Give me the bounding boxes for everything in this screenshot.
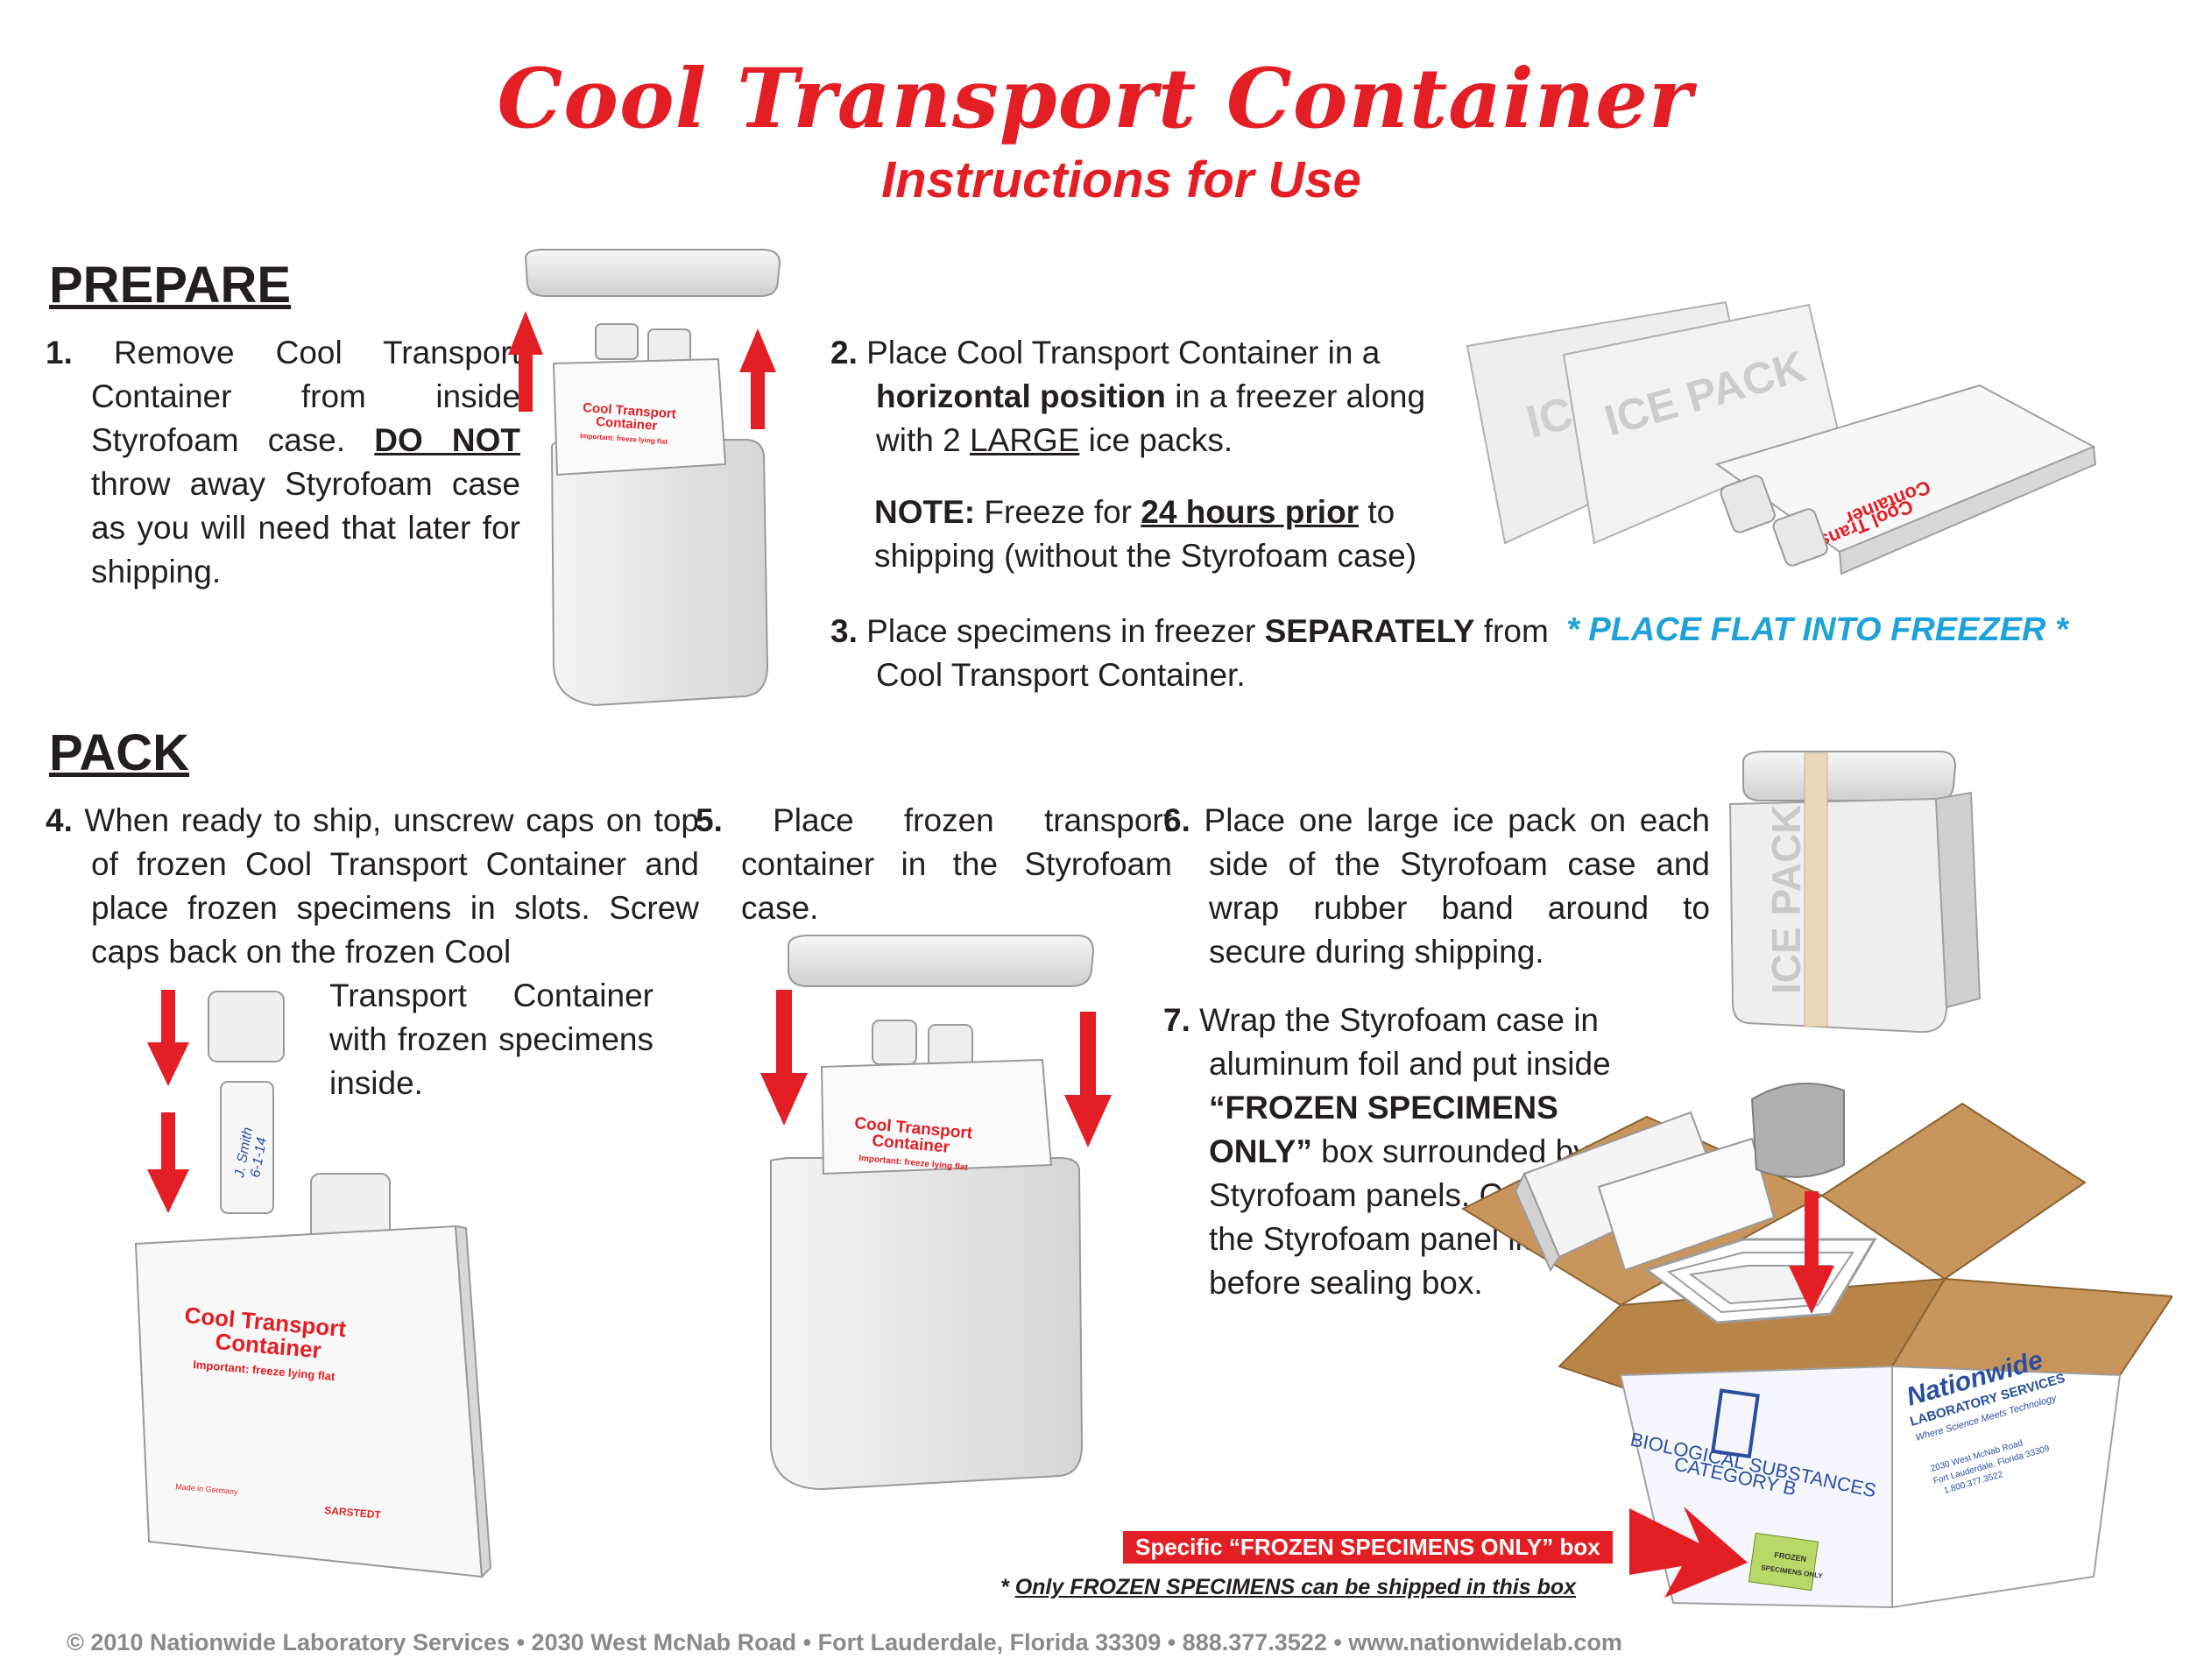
case-insertion-illustration: Cool Transport Container Important: free… — [760, 935, 1112, 1491]
box-side-face — [1891, 1365, 2122, 1609]
bio-symbol-icon — [1711, 1388, 1760, 1458]
specimen-tube — [220, 1081, 274, 1214]
container-label-2: Container — [596, 414, 658, 434]
styrofoam-lid-2 — [1597, 1137, 1776, 1272]
cap-a — [872, 1020, 917, 1065]
transport-container — [552, 357, 727, 476]
step-2-large: LARGE — [969, 422, 1080, 458]
cap-right — [647, 328, 691, 365]
case-lid — [524, 249, 781, 297]
down-arrow-icon — [760, 990, 808, 1126]
wrapped-lid — [1742, 751, 1957, 801]
step-3-number: 3. — [830, 613, 858, 649]
note-label: NOTE: — [874, 494, 976, 530]
step-2-number: 2. — [830, 335, 858, 371]
step-3-part-b: from Cool Transport Container. — [876, 613, 1549, 693]
step-6-number: 6. — [1163, 802, 1190, 838]
step-6-text: 6. Place one large ice pack on each side… — [1163, 799, 1710, 974]
container-flat-side — [1838, 445, 2097, 575]
container-removal-illustration: Cool Transport Container Important: free… — [508, 249, 781, 707]
rubber-band — [1804, 752, 1828, 1027]
down-arrow-icon — [1789, 1191, 1834, 1314]
styrofoam-case — [550, 439, 769, 707]
styrofoam-inner-1 — [1666, 1252, 1854, 1314]
flat-cap-right — [1772, 508, 1828, 567]
step-2-part-b: in a freezer along with 2 — [876, 378, 1426, 458]
step-1-number: 1. — [46, 335, 73, 371]
note-part-b: to shipping (without the Styrofoam case) — [874, 494, 1417, 574]
step-1-part-b: throw away Styrofoam case as you will ne… — [91, 466, 520, 589]
down-arrow-icon — [147, 1112, 189, 1213]
place-flat-note: * PLACE FLAT INTO FREEZER * — [1566, 611, 2068, 648]
note-text: NOTE: Freeze for 24 hours prior to shipp… — [874, 491, 1435, 578]
ice-pack-wrap — [1728, 797, 1948, 1034]
right-arrow-icon — [1629, 1507, 1748, 1598]
specimen-loading-illustration: J. Smith 6-1-14 Cool Transport Container… — [134, 990, 492, 1579]
flat-cap-left — [1720, 475, 1776, 533]
page-title: Cool Transport Container — [497, 51, 1693, 147]
up-arrow-icon — [508, 311, 543, 412]
step-1-part-a: Remove Cool Transport Container from ins… — [91, 335, 520, 458]
only-note-text: Only FROZEN SPECIMENS can be shipped in … — [1014, 1575, 1577, 1599]
down-arrow-icon — [1064, 1012, 1112, 1147]
step-3-separately: SEPARATELY — [1264, 613, 1475, 649]
wrapped-case-illustration: ICE PACK — [1728, 751, 1982, 1034]
box-flap-back — [1820, 1102, 2087, 1281]
note-part-a: Freeze for — [984, 494, 1133, 530]
step-5-number: 5. — [696, 802, 723, 838]
transport-container-2 — [820, 1058, 1053, 1175]
only-note-star: * — [1000, 1575, 1009, 1599]
step-6-part-a: Place one large ice pack on each side of… — [1204, 802, 1710, 970]
step-4-continued: Transport Container with frozen specimen… — [329, 978, 653, 1101]
step-2-horizontal: horizontal position — [876, 378, 1166, 414]
pack-heading: PACK — [49, 724, 190, 781]
step-7-frozen-only: “FROZEN SPECIMENS ONLY” — [1209, 1090, 1558, 1169]
step-4-number: 4. — [46, 802, 73, 838]
freezer-illustration: IC ICE PACK Cool Transport Container — [1466, 300, 2097, 575]
step-5-text: 5. Place frozen transport container in t… — [696, 799, 1172, 930]
frozen-only-note: * Only FROZEN SPECIMENS can be shipped i… — [1000, 1575, 1576, 1600]
styrofoam-lid-1-edge — [1514, 1171, 1561, 1273]
note-hours: 24 hours prior — [1141, 494, 1360, 530]
prepare-heading: PREPARE — [49, 257, 292, 314]
cap-left — [595, 323, 639, 360]
step-7-part-a: Wrap the Styrofoam case in aluminum foil… — [1199, 1002, 1611, 1082]
step-4-part-a: When ready to ship, unscrew caps on top … — [84, 802, 700, 970]
ice-pack-vertical-label: ICE PACK — [1763, 805, 1809, 994]
footer-text: © 2010 Nationwide Laboratory Services • … — [67, 1629, 1622, 1655]
step-4-text: 4. When ready to ship, unscrew caps on t… — [46, 799, 699, 974]
step-1-do-not: DO NOT — [374, 422, 520, 458]
up-arrow-icon — [739, 328, 776, 429]
step-3-part-a: Place specimens in freezer — [866, 613, 1256, 649]
step-2-text: 2. Place Cool Transport Container in a h… — [830, 331, 1480, 462]
step-5-part-a: Place frozen transport container in the … — [741, 802, 1172, 926]
page-subtitle: Instructions for Use — [881, 152, 1361, 208]
case-lid-top — [788, 935, 1095, 987]
case-side-panel — [1934, 791, 1982, 1009]
step-7-number: 7. — [1163, 1002, 1190, 1038]
container-side — [454, 1225, 492, 1579]
frozen-box-banner: Specific “FROZEN SPECIMENS ONLY” box — [1123, 1531, 1613, 1564]
foil-wrapped-case — [1750, 1083, 1845, 1178]
step-3-text: 3. Place specimens in freezer SEPARATELY… — [830, 610, 1568, 697]
brand-sarstedt: SARSTEDT — [324, 1504, 382, 1521]
specimen-cap — [208, 991, 285, 1062]
transport-container-large — [134, 1225, 484, 1578]
frozen-sticker — [1748, 1532, 1819, 1592]
down-arrow-icon — [147, 990, 189, 1086]
step-1-text: 1. Remove Cool Transport Container from … — [46, 331, 520, 594]
step-2-part-c: ice packs. — [1088, 422, 1233, 458]
shipping-box-illustration: BIOLOGICAL SUBSTANCES CATEGORY B Nationw… — [1460, 1083, 2172, 1609]
step-2-part-a: Place Cool Transport Container in a — [866, 335, 1381, 371]
styrofoam-case-2 — [770, 1157, 1084, 1491]
